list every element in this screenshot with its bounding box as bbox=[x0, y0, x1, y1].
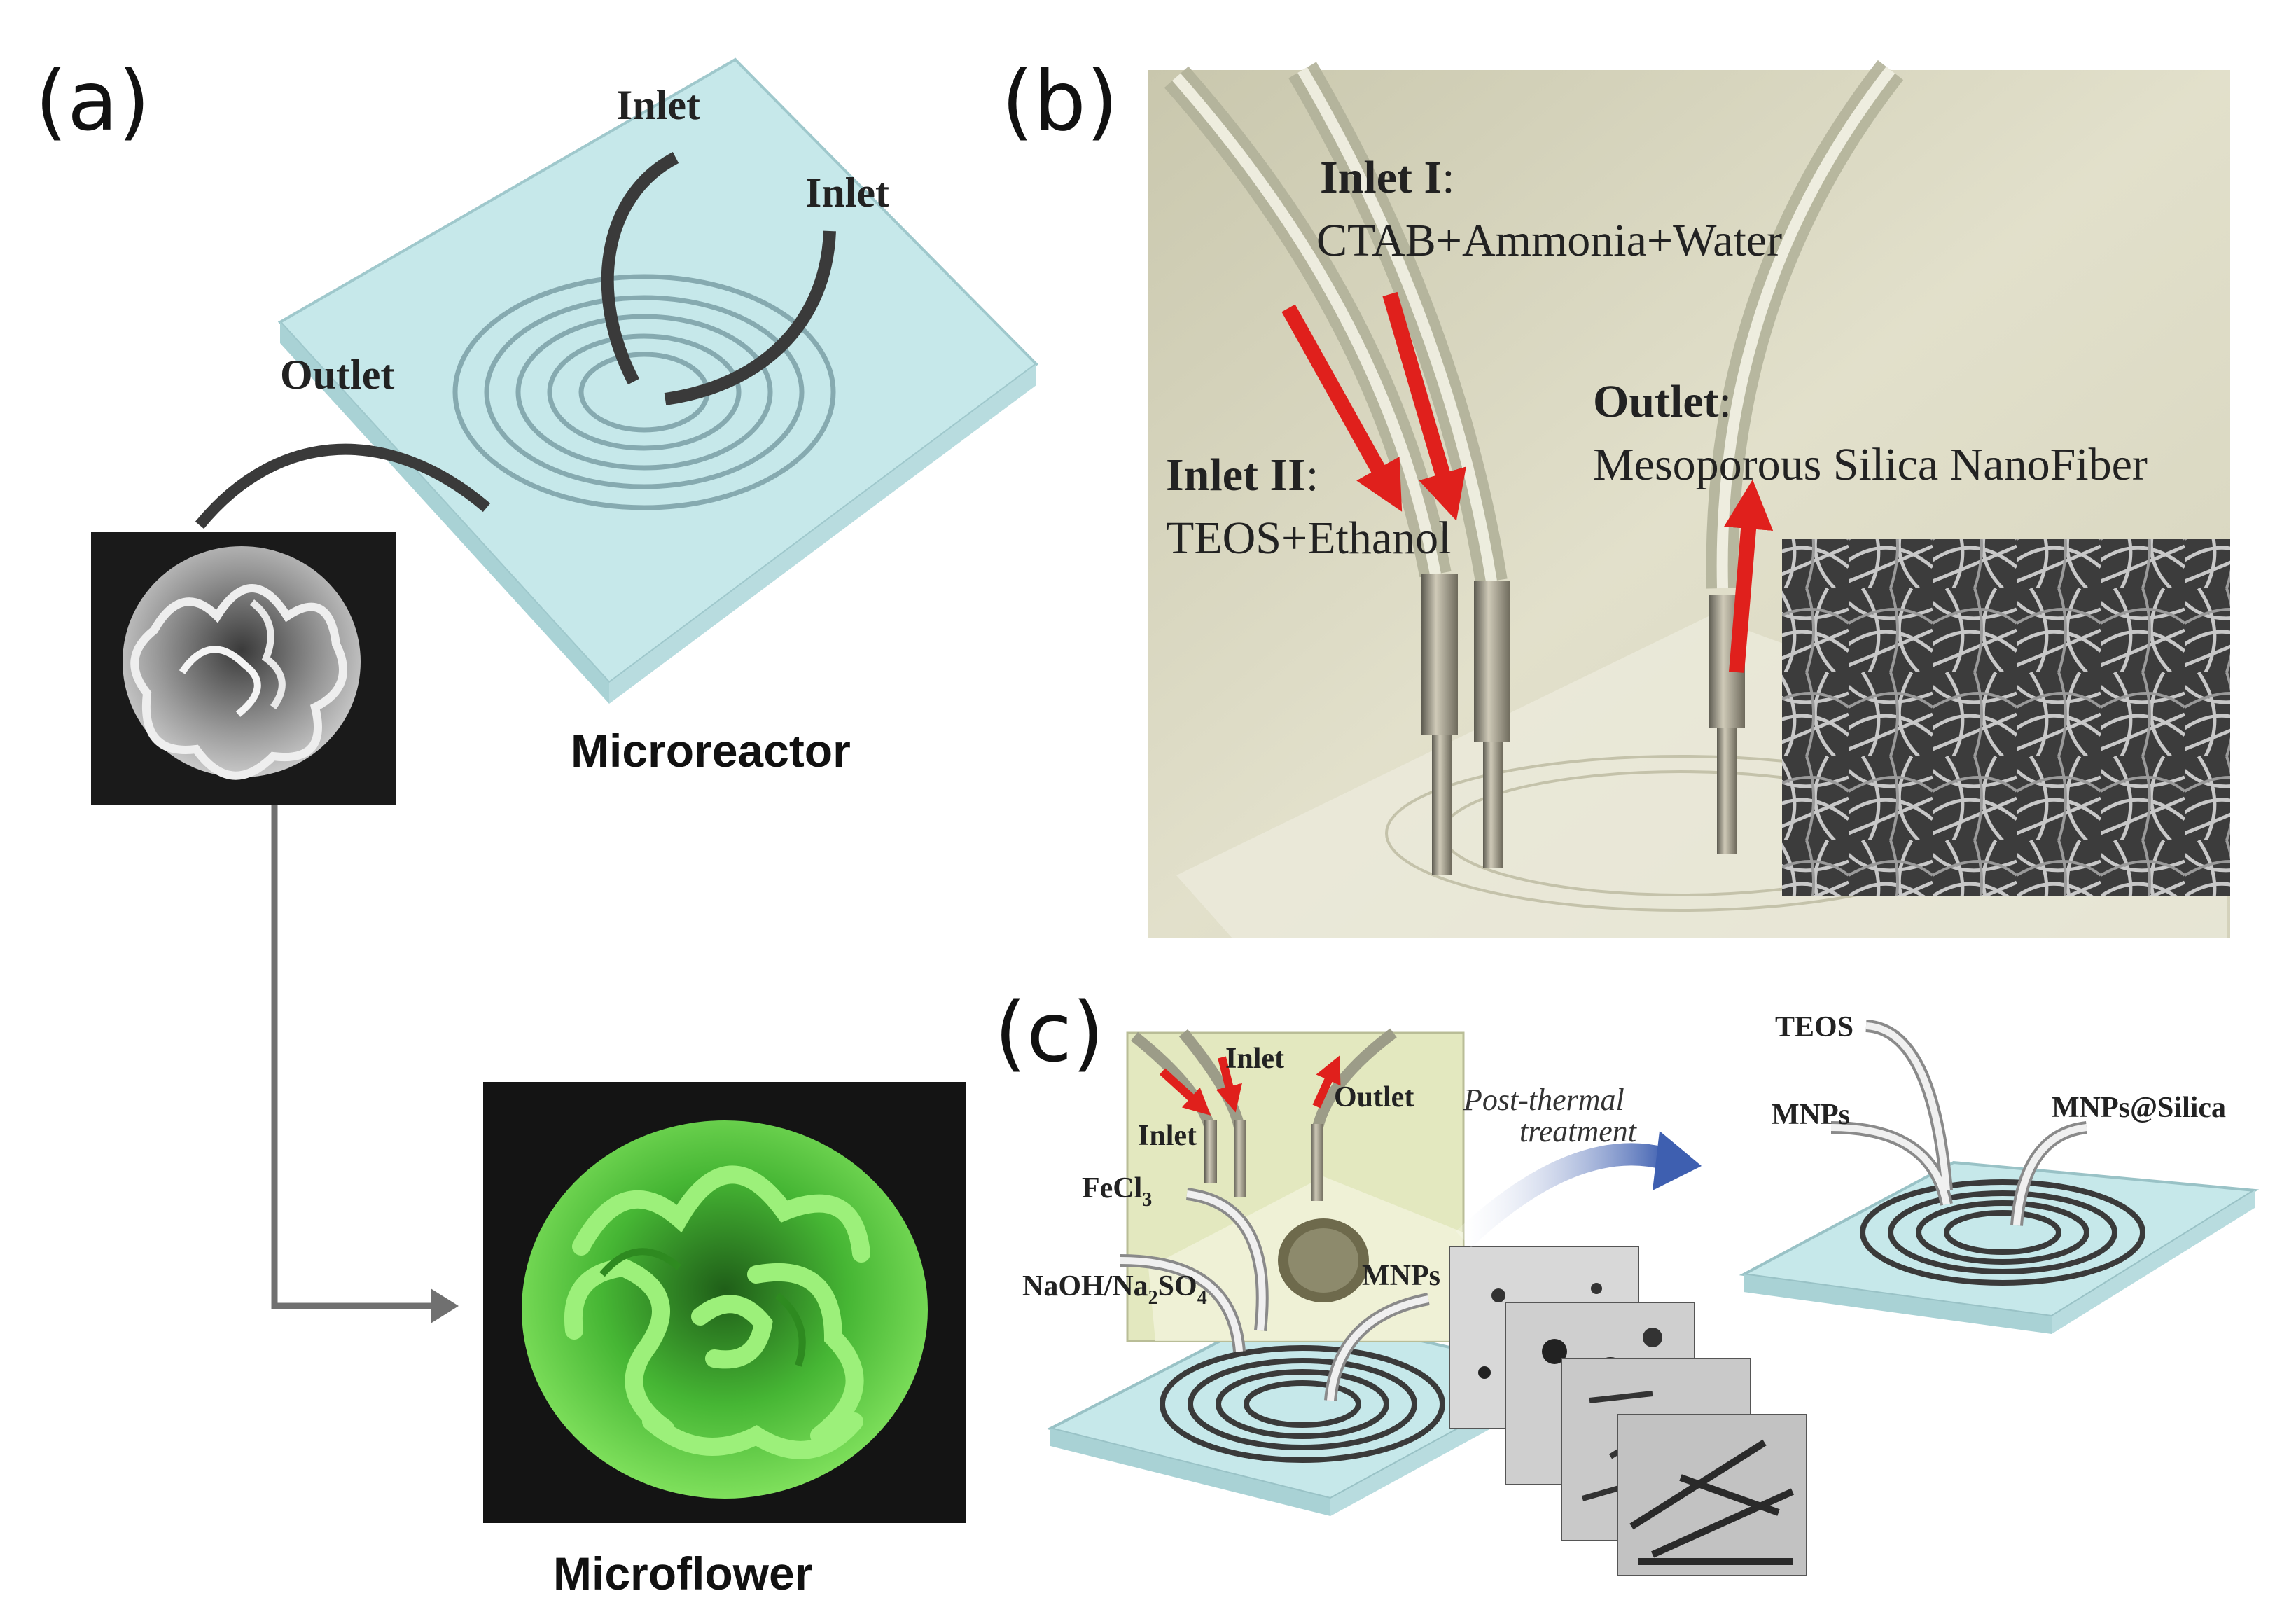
photo-inlet-arrow-2 bbox=[1216, 1056, 1242, 1113]
photo-outlet-arrow bbox=[1312, 1055, 1341, 1109]
chip-outlet-label: Outlet bbox=[280, 352, 394, 398]
chip-outlet-tube bbox=[195, 443, 491, 529]
teos-label: TEOS bbox=[1775, 1011, 1853, 1043]
chip-inlet-label-1: Inlet bbox=[616, 82, 700, 128]
panel-c: (c) bbox=[994, 984, 2260, 1576]
microflower-caption: Microflower bbox=[553, 1548, 812, 1599]
microreactor-chip: Inlet Inlet Outlet bbox=[195, 57, 1039, 704]
post-thermal-label-1: Post-thermal bbox=[1463, 1083, 1624, 1117]
reactor-photo bbox=[1148, 60, 2230, 938]
green-microflower-image bbox=[483, 1082, 966, 1523]
microreactor-caption: Microreactor bbox=[571, 725, 851, 777]
panel-c-letter: (c) bbox=[994, 984, 1104, 1081]
panel-b-letter: (b) bbox=[1001, 53, 1118, 149]
inlet2-flow-arrow bbox=[1281, 304, 1403, 512]
left-chip bbox=[1046, 1307, 1566, 1516]
photo-inlet-arrow-1 bbox=[1159, 1068, 1211, 1116]
panel-b: (b) bbox=[1001, 53, 2230, 938]
photo-inlet-label-left: Inlet bbox=[1138, 1120, 1197, 1152]
inlet2-description: TEOS+Ethanol bbox=[1166, 513, 1452, 564]
mnps-left-label: MNPs bbox=[1362, 1260, 1440, 1292]
naoh-na2so4-label: NaOH/Na2SO4 bbox=[1022, 1270, 1207, 1309]
fecl3-label: FeCl3 bbox=[1082, 1172, 1152, 1211]
outlet-description: Mesoporous Silica NanoFiber bbox=[1593, 439, 2148, 490]
mnps-right-label: MNPs bbox=[1772, 1099, 1850, 1131]
inlet1-flow-arrow bbox=[1382, 291, 1466, 521]
right-chip bbox=[1739, 1020, 2260, 1334]
inlet1-label: Inlet I: bbox=[1320, 152, 1455, 203]
connector-arrow-head bbox=[431, 1288, 459, 1323]
panel-a: (a) Inlet Inlet Outlet Microreactor bbox=[35, 53, 1039, 1599]
connector-arrow bbox=[271, 805, 434, 1309]
outlet-label: Outlet: bbox=[1593, 376, 1732, 427]
photo-outlet-label: Outlet bbox=[1334, 1081, 1414, 1113]
chip-inlet-label-2: Inlet bbox=[805, 169, 889, 216]
inlet2-label: Inlet II: bbox=[1166, 450, 1319, 501]
inlet1-description: CTAB+Ammonia+Water bbox=[1316, 215, 1782, 266]
panel-a-letter: (a) bbox=[35, 53, 150, 149]
chip-inlet-tube-1 bbox=[601, 152, 679, 385]
tem-image-stack bbox=[1449, 1246, 1807, 1576]
mnps-silica-label: MNPs@Silica bbox=[2052, 1092, 2226, 1124]
chip-inlet-tube-2 bbox=[664, 230, 836, 405]
photo-inlet-label-top: Inlet bbox=[1225, 1043, 1284, 1075]
outlet-flow-arrow bbox=[1723, 479, 1774, 673]
nanofiber-sem-inset bbox=[1782, 539, 2230, 896]
post-thermal-arrow bbox=[1456, 1131, 1702, 1248]
sem-microflower-image bbox=[91, 532, 396, 805]
post-thermal-label-2: treatment bbox=[1519, 1114, 1638, 1148]
